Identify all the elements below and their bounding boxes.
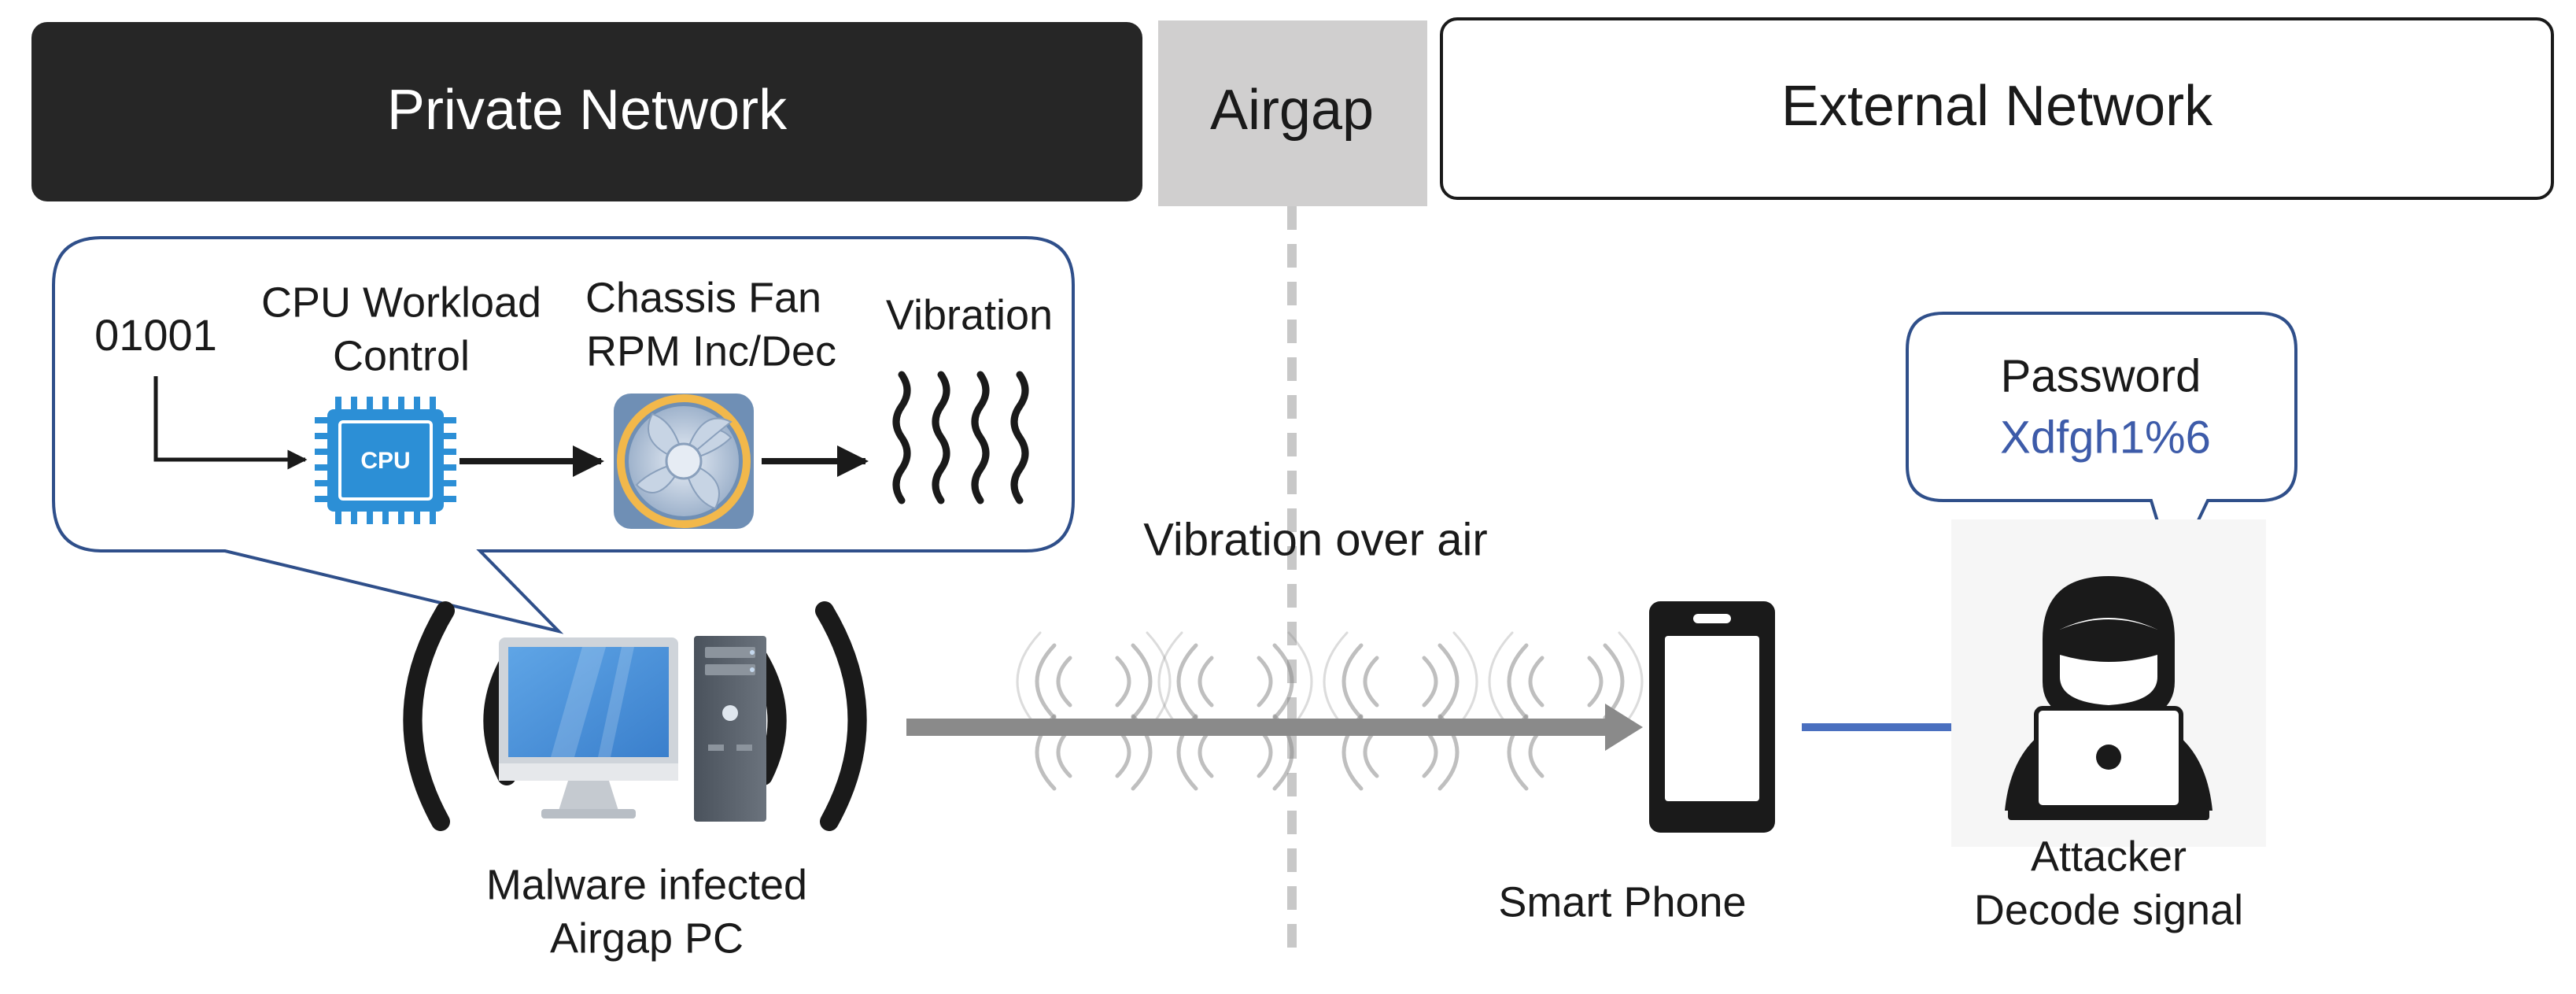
- external-network-header: External Network: [1440, 17, 2554, 200]
- phone-label: Smart Phone: [1498, 878, 1746, 926]
- air-ripples-icon: [1016, 631, 1644, 791]
- attacker-label-line2: Decode signal: [1974, 886, 2243, 933]
- monitor-icon: [499, 637, 678, 818]
- cpu-chip-text: CPU: [360, 448, 410, 474]
- private-network-title: Private Network: [387, 79, 788, 142]
- cpu-label-line1: CPU Workload: [261, 279, 541, 326]
- pc-to-phone-arrowhead: [1605, 704, 1643, 751]
- chassis-fan-icon: [614, 394, 754, 529]
- pc-label-line1: Malware infected: [486, 861, 807, 908]
- airgap-header: Airgap: [1158, 20, 1427, 206]
- pc-tower-icon: [694, 636, 766, 822]
- pipeline-bubble: [52, 236, 1075, 634]
- fan-label-line1: Chassis Fan: [585, 274, 821, 321]
- airgap-title: Airgap: [1210, 79, 1374, 142]
- external-network-title: External Network: [1781, 75, 2213, 138]
- channel-label: Vibration over air: [1143, 514, 1487, 565]
- pc-label-line2: Airgap PC: [550, 915, 744, 962]
- smartphone-icon: [1649, 601, 1775, 833]
- bits-to-cpu-arrow: [153, 376, 308, 470]
- vibration-waves-icon: [892, 371, 1029, 504]
- password-value: Xdfgh1%6: [2000, 412, 2211, 463]
- vibration-label: Vibration: [886, 291, 1053, 338]
- cpu-chip-icon: CPU: [315, 397, 456, 524]
- bits-text: 01001: [94, 310, 217, 360]
- private-network-header: Private Network: [31, 22, 1142, 201]
- password-title: Password: [2001, 350, 2201, 401]
- password-bubble: Password Xdfgh1%6: [1906, 312, 2297, 578]
- fan-label-line2: RPM Inc/Dec: [586, 327, 836, 375]
- cpu-label-line2: Control: [333, 332, 470, 379]
- hacker-icon: [1951, 519, 2266, 847]
- attacker-label-line1: Attacker: [2031, 833, 2187, 880]
